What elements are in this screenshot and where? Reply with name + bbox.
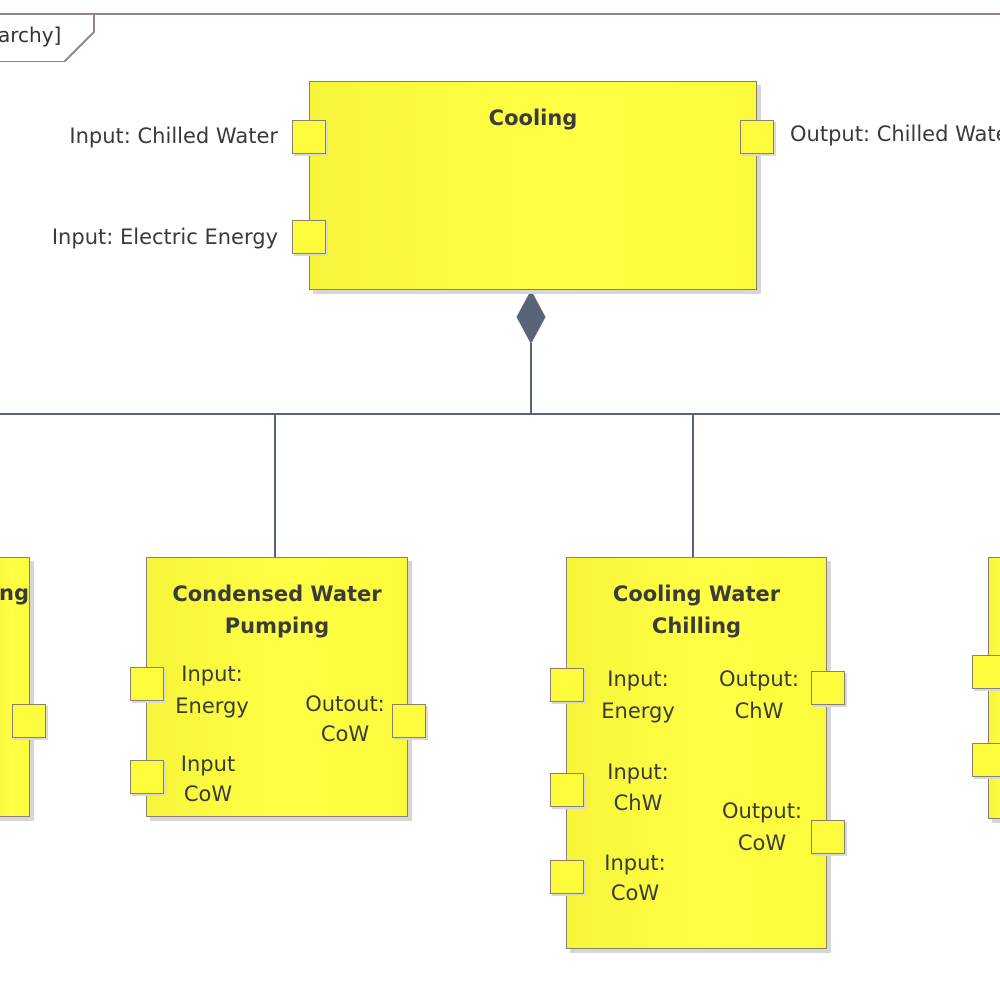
label-chilling-output-chw-2: ChW xyxy=(734,699,784,723)
label-chilling-output-chw-1: Output: xyxy=(718,667,800,691)
cooling-block[interactable]: Cooling xyxy=(309,81,757,290)
port-chilling-output-chw[interactable] xyxy=(811,671,845,705)
left-partial-title: ng xyxy=(0,581,29,605)
frame-label: archy] xyxy=(0,23,62,47)
port-right-partial-1[interactable] xyxy=(972,655,1000,689)
condensed-title-line2: Pumping xyxy=(224,614,330,638)
label-condensed-input-energy-2: Energy xyxy=(175,694,249,718)
cooling-water-chilling-block[interactable]: Cooling Water Chilling xyxy=(566,557,827,949)
label-chilling-input-cow-1: Input: xyxy=(604,851,666,875)
label-condensed-output-cow-1: Outout: xyxy=(305,692,385,716)
left-partial-block[interactable]: ng xyxy=(0,557,30,817)
port-input-chilled-water[interactable] xyxy=(292,120,326,154)
chilling-title: Cooling Water Chilling xyxy=(612,582,781,638)
port-chilling-input-cow[interactable] xyxy=(550,860,584,894)
label-input-chilled-water: Input: Chilled Water xyxy=(69,124,278,148)
label-condensed-output-cow-2: CoW xyxy=(320,722,370,746)
label-input-electric-energy: Input: Electric Energy xyxy=(51,225,278,249)
label-chilling-input-chw-1: Input: xyxy=(607,760,669,784)
port-output-chilled-water[interactable] xyxy=(740,120,774,154)
label-output-chilled-water: Output: Chilled Wate xyxy=(790,122,1000,146)
composition-diamond xyxy=(516,289,546,345)
condensed-title-line1: Condensed Water xyxy=(172,582,382,606)
label-chilling-input-energy-1: Input: xyxy=(607,667,669,691)
cooling-title: Cooling xyxy=(488,106,578,130)
port-chilling-output-cow[interactable] xyxy=(811,820,845,854)
port-left-partial-output[interactable] xyxy=(12,704,46,738)
frame-tab xyxy=(0,14,95,62)
port-right-partial-2[interactable] xyxy=(972,743,1000,777)
label-chilling-input-chw-2: ChW xyxy=(613,791,663,815)
port-chilling-input-chw[interactable] xyxy=(550,773,584,807)
label-chilling-input-cow-2: CoW xyxy=(610,881,660,905)
port-condensed-input-cow[interactable] xyxy=(130,760,164,794)
port-condensed-input-energy[interactable] xyxy=(130,667,164,701)
label-chilling-input-energy-2: Energy xyxy=(601,699,675,723)
label-condensed-input-cow-1: Input xyxy=(180,752,236,776)
port-input-electric-energy[interactable] xyxy=(292,220,326,254)
label-chilling-output-cow-1: Output: xyxy=(721,799,803,823)
port-condensed-output-cow[interactable] xyxy=(392,704,426,738)
label-condensed-input-energy-1: Input: xyxy=(181,662,243,686)
label-condensed-input-cow-2: CoW xyxy=(183,782,233,806)
label-chilling-output-cow-2: CoW xyxy=(737,831,787,855)
port-chilling-input-energy[interactable] xyxy=(550,668,584,702)
